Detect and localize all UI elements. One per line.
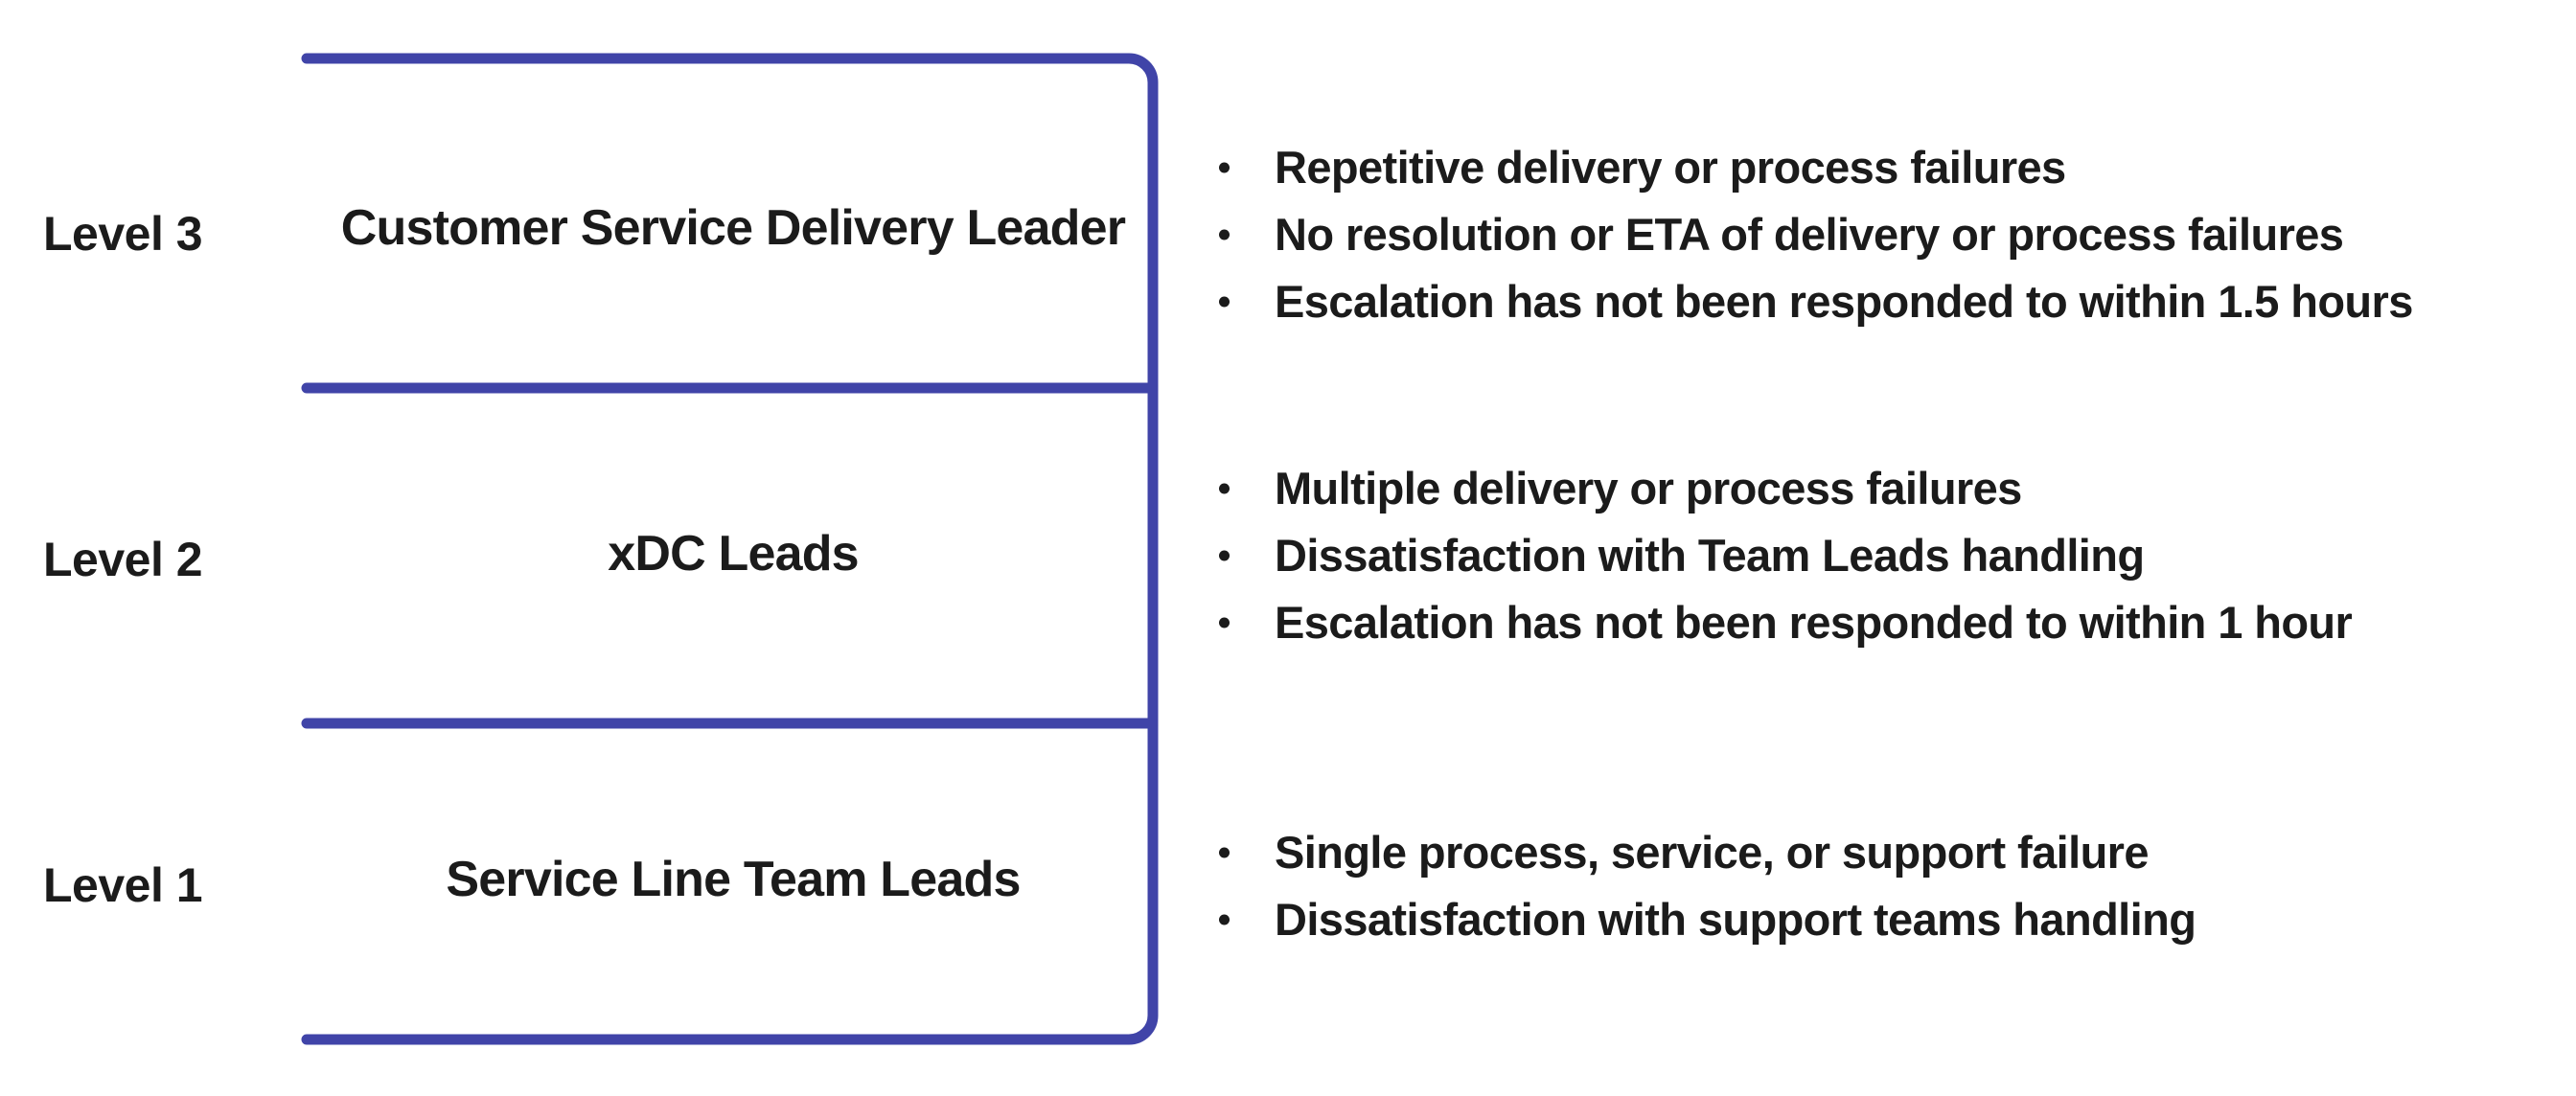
level-label-3: Level 3 [43,207,203,261]
criteria-text: Dissatisfaction with Team Leads handling [1275,530,2145,581]
role-name-3: Customer Service Delivery Leader [340,200,1126,256]
criteria-list-3: Repetitive delivery or process failures … [1209,134,2551,335]
criteria-item: Single process, service, or support fail… [1209,819,2551,886]
bullet-dot-icon [1219,914,1230,925]
criteria-list-1: Single process, service, or support fail… [1209,819,2551,953]
role-name-2: xDC Leads [608,526,859,582]
criteria-item: Repetitive delivery or process failures [1209,134,2551,201]
bullet-dot-icon [1219,550,1230,561]
level-label-1: Level 1 [43,858,203,912]
role-name-1: Service Line Team Leads [446,852,1021,907]
criteria-text: Dissatisfaction with support teams handl… [1275,894,2196,945]
criteria-text: Escalation has not been responded to wit… [1275,597,2353,648]
criteria-text: Single process, service, or support fail… [1275,827,2150,878]
bullet-dot-icon [1219,229,1230,240]
criteria-item: Escalation has not been responded to wit… [1209,589,2551,656]
bullet-dot-icon [1219,162,1230,173]
criteria-item: Dissatisfaction with support teams handl… [1209,886,2551,953]
level-label-2: Level 2 [43,533,203,586]
bullet-dot-icon [1219,483,1230,494]
bullet-dot-icon [1219,296,1230,308]
criteria-item: Dissatisfaction with Team Leads handling [1209,522,2551,589]
criteria-item: Escalation has not been responded to wit… [1209,268,2551,335]
bullet-dot-icon [1219,847,1230,858]
criteria-text: Repetitive delivery or process failures [1275,142,2066,193]
criteria-text: No resolution or ETA of delivery or proc… [1275,209,2344,260]
criteria-list-2: Multiple delivery or process failures Di… [1209,455,2551,656]
criteria-text: Multiple delivery or process failures [1275,463,2022,514]
criteria-item: Multiple delivery or process failures [1209,455,2551,522]
criteria-item: No resolution or ETA of delivery or proc… [1209,201,2551,268]
criteria-text: Escalation has not been responded to wit… [1275,276,2413,327]
bullet-dot-icon [1219,617,1230,628]
